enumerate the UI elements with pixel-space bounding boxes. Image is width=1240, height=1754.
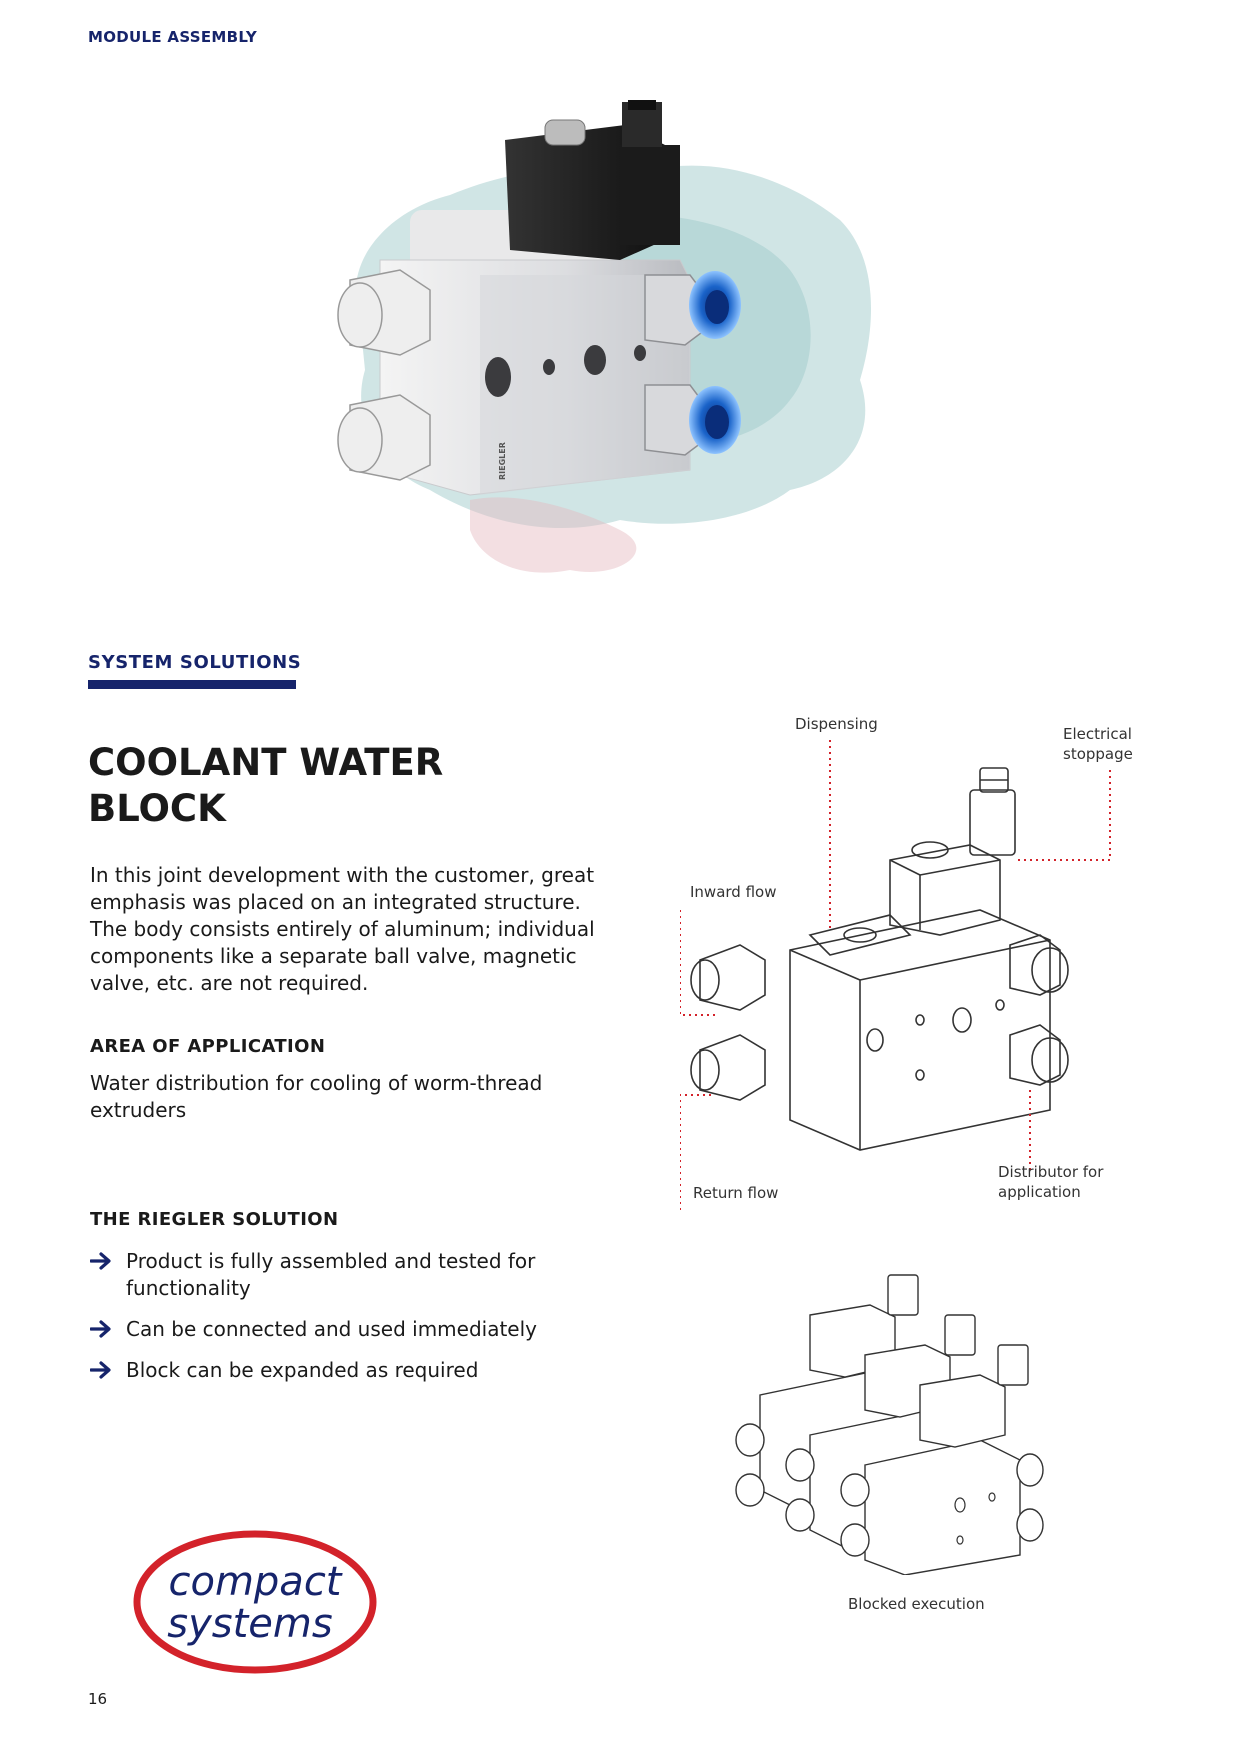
intro-paragraph: In this joint development with the custo…	[90, 863, 595, 995]
product-render-illustration: RIEGLER	[337, 100, 872, 573]
callout-distributor-line-2: application	[998, 1183, 1081, 1201]
bullet-text: Product is fully assembled and tested fo…	[126, 1249, 536, 1300]
section-header-label: MODULE ASSEMBLY	[88, 28, 258, 46]
solution-bullet-list: Product is fully assembled and tested fo…	[90, 1248, 610, 1398]
application-text: Water distribution for cooling of worm-t…	[90, 1071, 543, 1122]
callout-electrical-stoppage: Electrical stoppage	[1063, 724, 1133, 764]
section-divider-bar	[88, 680, 296, 689]
page-title: COOLANT WATER BLOCK	[88, 740, 568, 832]
callout-dispensing: Dispensing	[795, 715, 878, 733]
callout-electrical-line-1: Electrical	[1063, 725, 1132, 743]
callout-distributor-line-1: Distributor for	[998, 1163, 1104, 1181]
list-item: Can be connected and used immediately	[90, 1316, 610, 1343]
section-label: SYSTEM SOLUTIONS	[88, 652, 302, 673]
bullet-text: Can be connected and used immediately	[126, 1317, 538, 1341]
callout-electrical-line-2: stoppage	[1063, 745, 1133, 763]
blocked-execution-line-drawing	[735, 1274, 1044, 1575]
list-item: Product is fully assembled and tested fo…	[90, 1248, 610, 1302]
page-title-line-2: BLOCK	[88, 787, 226, 830]
bullet-text: Block can be expanded as required	[126, 1358, 479, 1382]
product-brand-mark: RIEGLER	[498, 442, 507, 480]
list-item: Block can be expanded as required	[90, 1357, 610, 1384]
callout-inward-flow: Inward flow	[690, 883, 777, 901]
blocked-execution-caption: Blocked execution	[848, 1595, 985, 1613]
arrow-right-icon	[90, 1320, 111, 1338]
callout-return-flow: Return flow	[693, 1184, 779, 1202]
compact-systems-logo: compact systems	[133, 1530, 377, 1674]
arrow-right-icon	[90, 1361, 111, 1379]
logo-line-1: compact	[168, 1559, 342, 1605]
arrow-right-icon	[90, 1252, 111, 1270]
coolant-block-line-drawing	[680, 740, 1111, 1210]
logo-line-2: systems	[167, 1601, 332, 1647]
page-title-line-1: COOLANT WATER	[88, 741, 444, 784]
solution-heading: THE RIEGLER SOLUTION	[90, 1209, 339, 1230]
page-number: 16	[88, 1690, 108, 1708]
callout-distributor: Distributor for application	[998, 1162, 1103, 1202]
application-heading: AREA OF APPLICATION	[90, 1036, 326, 1057]
